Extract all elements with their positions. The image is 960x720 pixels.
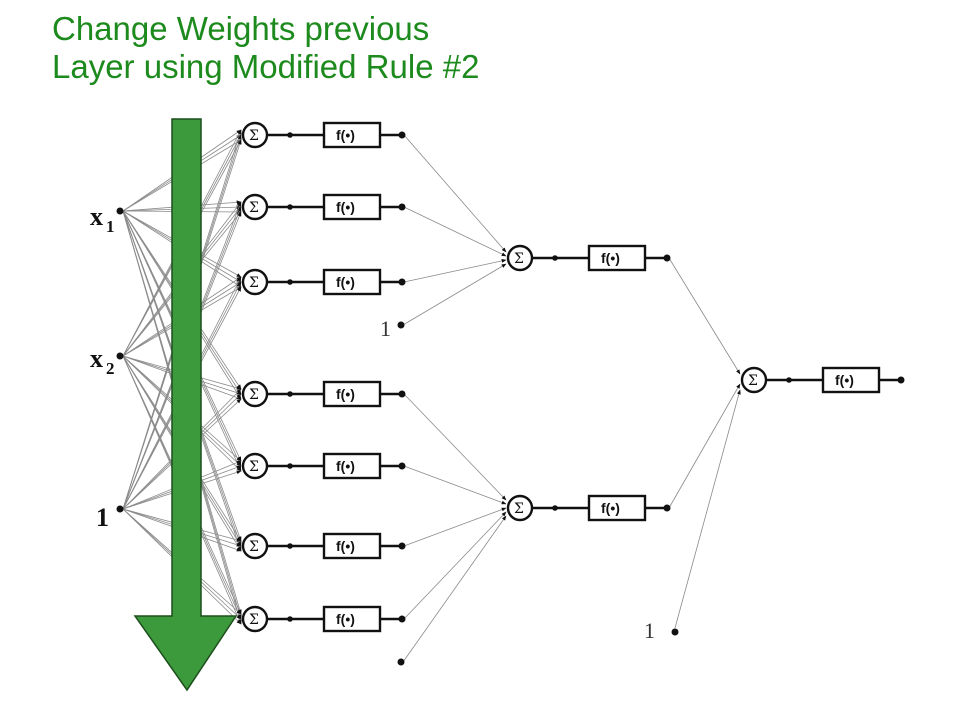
down-arrow-icon <box>133 118 238 692</box>
output-bias-dot <box>671 628 679 636</box>
junction-dot <box>287 543 293 549</box>
connection-line <box>403 393 507 501</box>
connection-line <box>403 511 507 620</box>
sigma-symbol: Σ <box>748 373 758 389</box>
sigma-symbol: Σ <box>249 275 259 291</box>
output-dot <box>663 504 671 512</box>
input-dot-1 <box>116 207 124 215</box>
connection-line <box>668 257 741 375</box>
junction-dot <box>287 132 293 138</box>
activation-label: f(•) <box>835 372 854 388</box>
connection-wires <box>122 129 741 663</box>
title-line-2: Layer using Modified Rule #2 <box>52 48 480 85</box>
connection-line <box>403 507 507 547</box>
junction-dot <box>287 391 293 397</box>
connection-line <box>403 134 507 253</box>
activation-label: f(•) <box>336 538 355 554</box>
sigma-symbol: Σ <box>514 251 524 267</box>
junction-dot <box>287 616 293 622</box>
sigma-symbol: Σ <box>249 459 259 475</box>
sigma-symbol: Σ <box>249 539 259 555</box>
junction-dot <box>287 204 293 210</box>
connection-line <box>403 259 507 283</box>
activation-box <box>821 366 881 394</box>
activation-label: f(•) <box>336 458 355 474</box>
sigma-symbol: Σ <box>249 387 259 403</box>
activation-label: f(•) <box>336 274 355 290</box>
output-dot <box>398 390 406 398</box>
activation-box <box>322 193 382 221</box>
output-dot <box>398 542 406 550</box>
sigma-symbol: Σ <box>514 501 524 517</box>
output-dot <box>398 615 406 623</box>
title-line-1: Change Weights previous <box>52 10 430 47</box>
output-dot <box>398 278 406 286</box>
output-dot <box>897 376 905 384</box>
page-title: Change Weights previous Layer using Modi… <box>52 10 479 86</box>
connection-line <box>668 383 741 509</box>
down-arrow-shape <box>133 118 238 692</box>
junction-dot <box>287 279 293 285</box>
input-bias-label: 1 <box>96 503 109 532</box>
activation-box <box>322 268 382 296</box>
activation-label: f(•) <box>336 611 355 627</box>
output-dot <box>398 203 406 211</box>
hidden-bias-label: 1 <box>380 316 391 341</box>
sigma-symbol: Σ <box>249 200 259 216</box>
activation-box <box>322 452 382 480</box>
connection-line <box>403 206 507 257</box>
input-dot-3 <box>116 505 124 513</box>
sigma-symbol: Σ <box>249 128 259 144</box>
junction-dot <box>552 505 558 511</box>
activation-label: f(•) <box>336 127 355 143</box>
connection-line <box>402 263 507 326</box>
input-dot-2 <box>116 352 124 360</box>
junction-dot <box>552 255 558 261</box>
junction-dot <box>786 377 792 383</box>
input-x2-label: x <box>90 344 103 373</box>
sigma-symbol: Σ <box>249 612 259 628</box>
activation-label: f(•) <box>601 250 620 266</box>
output-bias-label: 1 <box>644 618 655 643</box>
input-labels: x 1 x 2 1 1 1 <box>90 202 655 643</box>
output-dot <box>663 254 671 262</box>
output-dot <box>398 462 406 470</box>
activation-box <box>322 380 382 408</box>
hidden-bias-dot-lower <box>397 658 405 666</box>
junction-dot <box>287 463 293 469</box>
hidden-bias-dot <box>397 321 405 329</box>
activation-box <box>322 532 382 560</box>
input-x1-label: x <box>90 202 103 231</box>
input-x1-subscript: 1 <box>106 217 115 236</box>
connection-line <box>402 515 507 663</box>
output-dot <box>398 131 406 139</box>
activation-label: f(•) <box>336 199 355 215</box>
connection-line <box>674 389 741 629</box>
input-x2-subscript: 2 <box>106 359 115 378</box>
connection-line <box>403 465 507 505</box>
activation-label: f(•) <box>601 500 620 516</box>
activation-label: f(•) <box>336 386 355 402</box>
